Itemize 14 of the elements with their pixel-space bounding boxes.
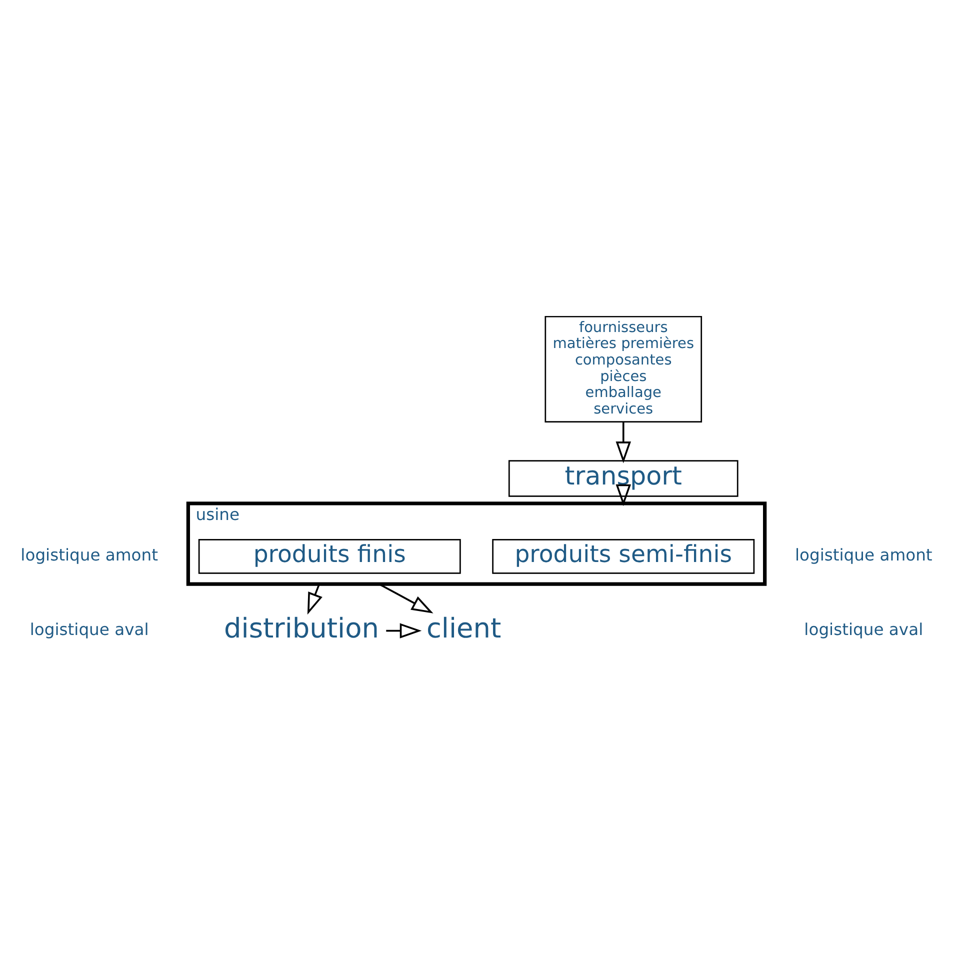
arrow: [616, 421, 631, 463]
label: logistique amont: [794, 544, 932, 564]
node-box: produits finis: [198, 538, 461, 574]
label: logistique aval: [804, 619, 924, 638]
arrow: [378, 582, 434, 613]
node-text: client: [426, 613, 502, 644]
node-box: produits semi-finis: [492, 538, 755, 574]
arrow: [307, 583, 322, 614]
arrow: [616, 484, 631, 506]
label: logistique aval: [30, 619, 149, 638]
node-box: fournisseurs matières premières composantes pièces emballage services: [544, 315, 702, 422]
label: logistique amont: [20, 544, 158, 564]
node-text: distribution: [224, 613, 379, 644]
arrow: [386, 622, 422, 638]
